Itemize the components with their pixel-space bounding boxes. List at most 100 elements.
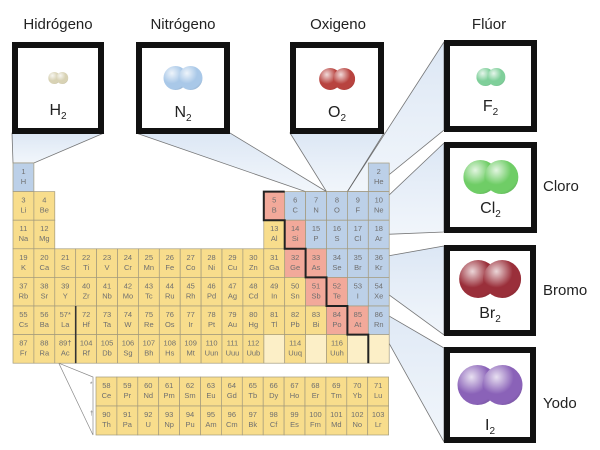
element-rn: [367, 305, 390, 335]
element-symbol: Re: [144, 320, 154, 329]
element-symbol: As: [312, 263, 321, 272]
table-lines: [74, 190, 370, 364]
formula-nitrogen: N2: [142, 104, 224, 124]
element-symbol: Mg: [39, 234, 49, 243]
series-marker: *: [90, 382, 93, 388]
element-symbol: S: [334, 234, 339, 243]
atomic-number: 108: [163, 339, 176, 348]
atomic-number: 114: [289, 339, 301, 348]
atomic-number: 33: [312, 253, 320, 262]
atomic-number: 24: [124, 253, 132, 262]
molecule-box-iodine: I2: [444, 347, 536, 443]
element-symbol: Nb: [102, 291, 112, 300]
atomic-number: 10: [375, 196, 383, 205]
element-symbol: Sb: [311, 291, 320, 300]
atomic-number: 111: [227, 339, 238, 348]
atomic-number: 46: [207, 281, 215, 290]
atomic-number: 14: [291, 224, 299, 233]
bromine-molecule-icon: [459, 260, 521, 298]
atomic-number: 94: [186, 410, 194, 419]
element-symbol: C: [292, 206, 298, 215]
element-symbol: No: [352, 420, 362, 429]
atomic-number: 77: [186, 310, 194, 319]
atomic-number: 4: [42, 196, 46, 205]
atomic-number: 48: [249, 281, 257, 290]
formula-symbol: I: [484, 417, 490, 434]
atomic-number: 17: [354, 224, 362, 233]
element-symbol: O: [334, 206, 340, 215]
atomic-number: 110: [206, 339, 218, 348]
element-symbol: Ir: [188, 320, 193, 329]
element-symbol: Cu: [228, 263, 238, 272]
atomic-number: 79: [228, 310, 236, 319]
element-symbol: Np: [164, 420, 174, 429]
formula-symbol: Cl: [480, 200, 496, 217]
atomic-number: 39: [61, 281, 69, 290]
element-symbol: Pb: [291, 320, 300, 329]
element-symbol: V: [105, 263, 110, 272]
atomic-number: 62: [186, 381, 194, 390]
element-symbol: Ar: [375, 234, 383, 243]
empty-cell: [305, 334, 327, 364]
atomic-number: 19: [19, 253, 27, 262]
formula-oxygen: O2: [296, 104, 378, 124]
atom-sphere-icon: [482, 260, 521, 298]
atomic-number: 116: [331, 339, 343, 348]
element-symbol: Ni: [208, 263, 215, 272]
atomic-number: 8: [335, 196, 339, 205]
atomic-number: 58: [102, 381, 110, 390]
element-symbol: Pa: [123, 420, 133, 429]
element-symbol: Fe: [165, 263, 174, 272]
atomic-number: 5: [272, 196, 276, 205]
formula-chlorine: Cl2: [450, 200, 531, 220]
atomic-number: 107: [143, 339, 156, 348]
element-symbol: Mn: [144, 263, 154, 272]
atomic-number: 60: [144, 381, 152, 390]
atomic-number: 53: [354, 281, 362, 290]
atomic-number: 69: [332, 381, 340, 390]
molecule-box-fluorine: F2: [444, 40, 537, 132]
atom-sphere-icon: [332, 68, 355, 90]
atomic-number: 32: [291, 253, 299, 262]
element-symbol: Lr: [375, 420, 382, 429]
label-iodine: Yodo: [543, 395, 577, 412]
atomic-number: 95: [207, 410, 215, 419]
element-symbol: Cf: [270, 420, 278, 429]
atomic-number: 29: [228, 253, 236, 262]
element-symbol: Cl: [354, 234, 361, 243]
element-symbol: Dy: [269, 391, 278, 400]
element-symbol: Hg: [249, 320, 259, 329]
element-symbol: Na: [19, 234, 29, 243]
series-marker: †: [90, 411, 93, 417]
element-symbol: Rf: [82, 349, 90, 358]
atomic-number: 12: [40, 224, 48, 233]
atomic-number: 80: [249, 310, 257, 319]
atomic-number: 73: [103, 310, 111, 319]
label-hydrogen: Hidrógeno: [23, 16, 93, 33]
atomic-number: 66: [269, 381, 277, 390]
element-symbol: Ti: [83, 263, 89, 272]
element-uuq: [284, 334, 306, 364]
atomic-number: 23: [103, 253, 111, 262]
hydrogen-molecule-icon: [48, 72, 68, 84]
atomic-number: 18: [375, 224, 383, 233]
atomic-number: 96: [228, 410, 236, 419]
formula-iodine: I2: [450, 417, 530, 437]
element-symbol: H: [21, 177, 26, 186]
element-symbol: Nd: [143, 391, 153, 400]
oxygen-molecule-icon: [319, 68, 355, 90]
atomic-number: 20: [40, 253, 48, 262]
element-symbol: Mt: [186, 349, 195, 358]
label-oxygen: Oxigeno: [310, 16, 366, 33]
element-symbol: Uuq: [288, 349, 302, 358]
molecule-box-hydrogen: H2: [12, 42, 104, 134]
element-symbol: Fr: [20, 349, 28, 358]
element-symbol: Mo: [123, 291, 133, 300]
atomic-number: 75: [145, 310, 153, 319]
atomic-number: 35: [354, 253, 362, 262]
element-symbol: Rh: [186, 291, 196, 300]
element-symbol: Cr: [124, 263, 132, 272]
atomic-number: 85: [354, 310, 362, 319]
formula-subscript: 2: [492, 107, 499, 119]
element-symbol: I: [357, 291, 359, 300]
